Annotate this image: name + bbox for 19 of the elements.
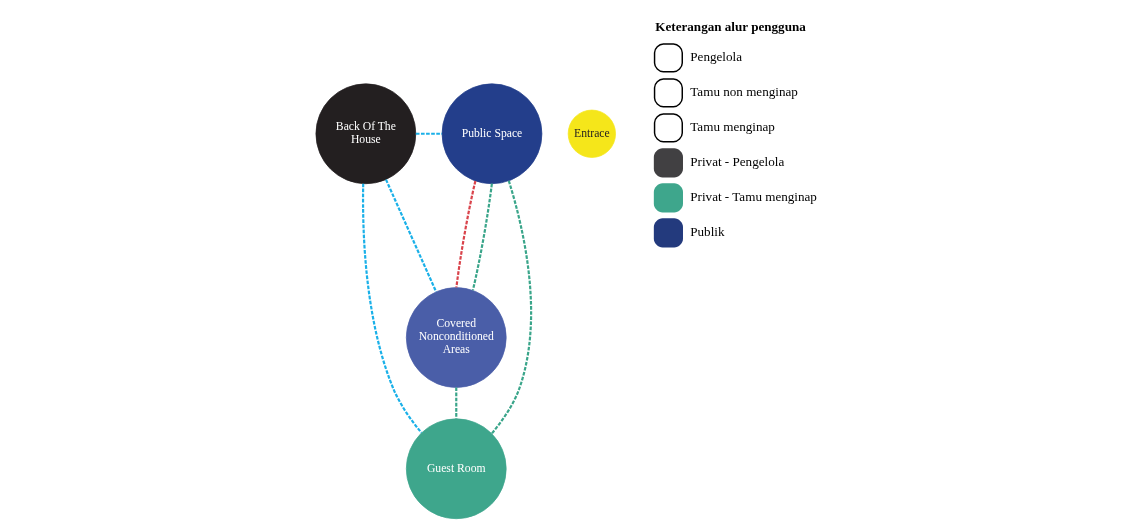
connector <box>490 180 532 435</box>
connector <box>384 179 437 293</box>
connector <box>471 183 493 291</box>
legend-label: Pengelola <box>689 49 742 65</box>
legend-label: Privat - Tamu menginap <box>689 189 817 205</box>
node-circle: Back Of The House <box>315 83 416 185</box>
label: Keterangan alur pengguna <box>654 19 806 35</box>
connector <box>454 180 476 288</box>
legend-label: Publik <box>689 224 725 240</box>
connector <box>454 387 457 419</box>
connector <box>361 183 422 434</box>
legend-label: Tamu menginap <box>689 119 775 135</box>
node-circle: Covered Nonconditioned Areas <box>405 287 507 388</box>
legend-label: Privat - Pengelola <box>689 154 784 170</box>
node-circle: Entrace <box>567 109 616 158</box>
node-circle: Guest Room <box>405 418 507 520</box>
legend-label: Tamu non menginap <box>689 84 798 100</box>
node-circle: Public Space <box>441 83 542 185</box>
connector <box>415 132 442 135</box>
